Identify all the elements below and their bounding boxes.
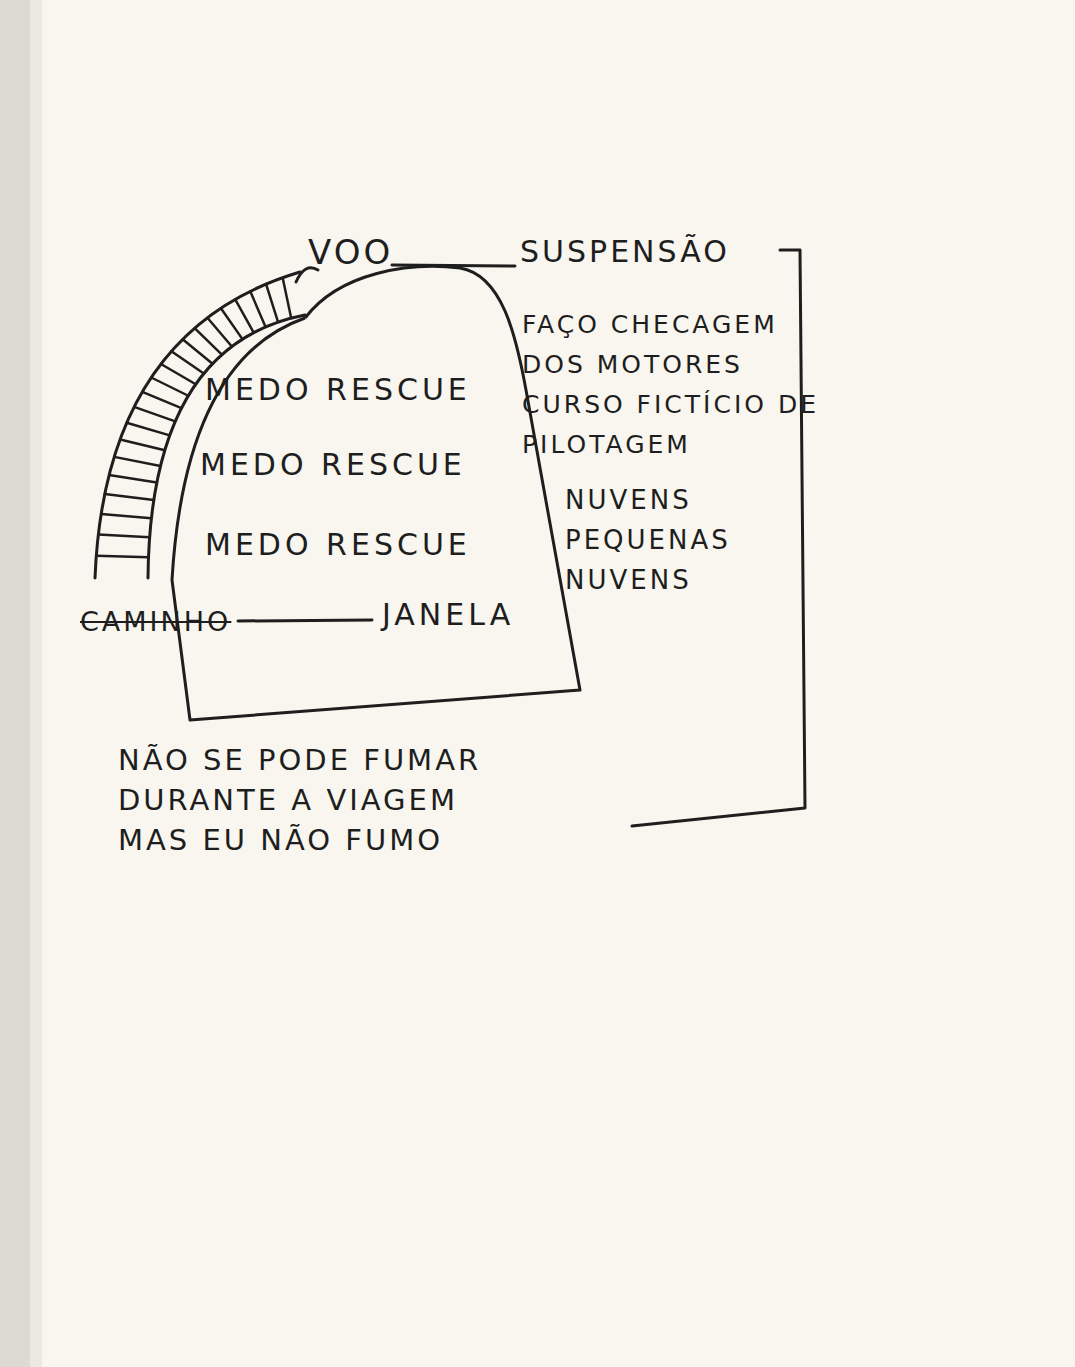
arch-hatching xyxy=(96,278,291,558)
suspension-label: SUSPENSÃO xyxy=(520,232,730,272)
clouds-text: NUVENS PEQUENAS NUVENS xyxy=(565,480,755,600)
title-word: VOO xyxy=(308,232,393,272)
hatch-tick xyxy=(207,318,231,347)
dome-text: JANELA xyxy=(382,595,514,635)
hatch-tick xyxy=(195,328,222,354)
hatch-tick xyxy=(96,556,148,557)
hatch-tick xyxy=(161,364,196,384)
hatch-tick xyxy=(183,339,213,363)
hatch-tick xyxy=(98,534,149,537)
page-gutter xyxy=(0,0,30,1367)
caminho-line xyxy=(238,620,372,621)
hatch-tick xyxy=(235,299,253,332)
smoking-note: NÃO SE PODE FUMAR DURANTE A VIAGEM MAS E… xyxy=(118,740,508,860)
hatch-tick xyxy=(266,284,278,322)
hatch-tick xyxy=(134,407,175,421)
dome-text: MEDO RESCUE xyxy=(205,525,471,565)
hatch-tick xyxy=(283,278,292,318)
dome-text: MEDO RESCUE xyxy=(205,370,471,410)
dome-text: MEDO RESCUE xyxy=(200,445,466,485)
hatch-tick xyxy=(151,378,188,396)
hatch-tick xyxy=(171,351,203,373)
page-gutter-shade xyxy=(30,0,42,1367)
note-text: FAÇO CHECAGEM DOS MOTORES CURSO FICTÍCIO… xyxy=(522,305,852,465)
hatch-tick xyxy=(101,514,151,518)
hatch-tick xyxy=(221,308,243,339)
hatch-tick xyxy=(105,494,154,500)
hatch-tick xyxy=(120,439,165,450)
hatch-tick xyxy=(142,392,181,408)
hatch-tick xyxy=(127,423,170,436)
hatch-tick xyxy=(109,475,157,482)
hatch-tick xyxy=(114,457,160,466)
crossed-word: CAMINHO xyxy=(80,602,231,642)
hatch-tick xyxy=(250,291,265,327)
